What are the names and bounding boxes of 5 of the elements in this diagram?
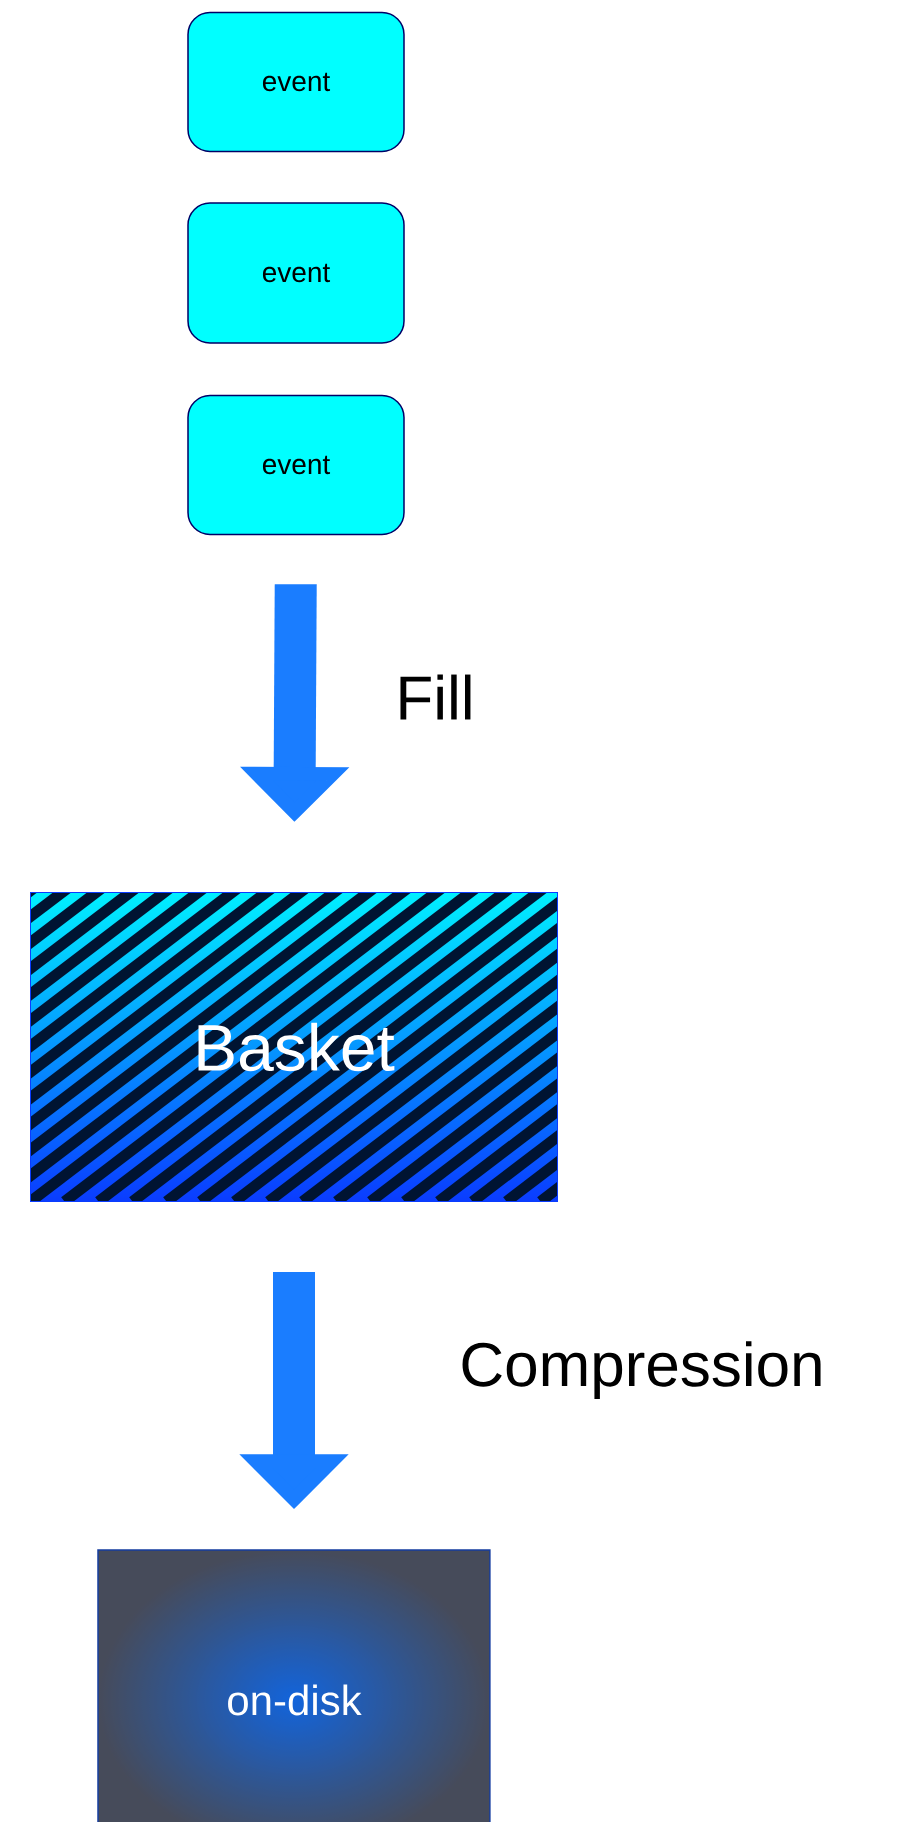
edge-label: Fill (400, 674, 471, 720)
event-box: event (187, 11, 405, 153)
edge-label: Compression (462, 1341, 821, 1399)
event-box: event (187, 394, 405, 536)
event-box: event (187, 202, 405, 344)
